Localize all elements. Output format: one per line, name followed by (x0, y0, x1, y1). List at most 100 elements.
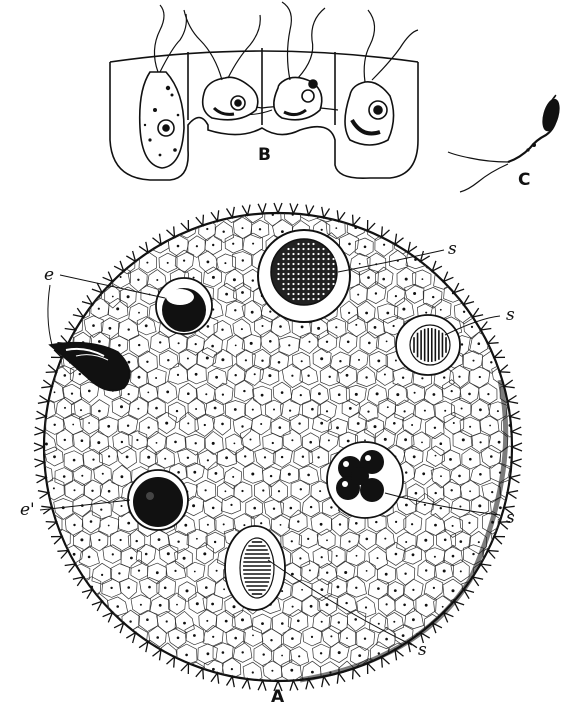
cell-nucleus-dot (107, 425, 110, 428)
cell-nucleus-dot (440, 636, 442, 638)
cell-nucleus-dot (102, 671, 105, 674)
cell-nucleus-dot (365, 209, 367, 211)
cell-nucleus-dot (394, 589, 397, 592)
daughter-cell-dot (282, 263, 284, 265)
cell-nucleus-dot (311, 408, 314, 411)
daughter-cell-dot (307, 298, 309, 300)
cell-nucleus-dot (346, 374, 349, 377)
cell-nucleus-dot (187, 457, 189, 459)
cell-nucleus-dot (90, 654, 92, 656)
cell-nucleus-dot (243, 390, 245, 392)
daughter-cell-dot (312, 243, 314, 245)
cell-nucleus-dot (321, 556, 323, 558)
cell-nucleus-dot (252, 409, 254, 411)
cell-nucleus-dot (326, 539, 328, 541)
cell-nucleus-dot (183, 622, 186, 625)
colony-cell (460, 218, 479, 240)
daughter-cell-dot (292, 248, 294, 250)
flagellum-spike (464, 590, 474, 599)
cell-nucleus-dot (221, 329, 223, 331)
cell-nucleus-dot (300, 394, 302, 396)
colony-cell (91, 629, 111, 650)
cell-nucleus-dot (375, 228, 378, 231)
egg-upper (156, 278, 212, 334)
cell-nucleus-dot (326, 341, 328, 343)
cell-nucleus-dot (118, 344, 121, 347)
panel-b-cell-3 (274, 2, 325, 120)
cell-nucleus-dot (129, 229, 132, 232)
cell-nucleus-dot (215, 472, 218, 475)
cell-nucleus-dot (422, 278, 424, 280)
daughter-cell-dot (317, 278, 319, 280)
cell-nucleus-dot (469, 227, 472, 230)
daughter-cell-dot (307, 258, 309, 260)
cell-nucleus-dot (119, 638, 122, 641)
cell-nucleus-dot (88, 228, 91, 231)
cell-nucleus-dot (339, 360, 341, 362)
cell-nucleus-dot (193, 277, 195, 279)
daughter-cell-dot (292, 258, 294, 260)
daughter-cell-dot (292, 253, 294, 255)
cell-nucleus-dot (270, 639, 272, 641)
daughter-cell-dot (287, 288, 289, 290)
cell-nucleus-dot (203, 552, 206, 555)
cell-nucleus-dot (489, 652, 492, 655)
cell-nucleus-dot (251, 311, 254, 314)
daughter-cell-dot (282, 278, 284, 280)
cell-nucleus-dot (108, 455, 110, 457)
cell-nucleus-dot (63, 475, 66, 478)
daughter-cell-dot (332, 268, 334, 270)
cell-nucleus-dot (64, 374, 67, 377)
daughter-cell-dot (307, 253, 309, 255)
cell-nucleus-dot (330, 635, 332, 637)
cell-nucleus-dot (320, 357, 323, 360)
cell-nucleus-dot (108, 525, 110, 527)
daughter-cell-dot (287, 248, 289, 250)
cell-nucleus-dot (177, 637, 180, 640)
cell-nucleus-dot (92, 459, 94, 461)
cell-nucleus-dot (109, 263, 111, 265)
cell-nucleus-dot (212, 668, 215, 671)
daughter-colony-ribbed-bottom (225, 526, 285, 610)
cell-nucleus-dot (177, 374, 179, 376)
cell-nucleus-dot (490, 455, 493, 458)
cell-nucleus-dot (488, 324, 491, 327)
flagellum-spike (103, 272, 113, 282)
colony-cell (109, 660, 129, 684)
colony-cell (394, 201, 414, 224)
cell-nucleus-dot (45, 443, 48, 446)
daughter-cell-dot (327, 288, 329, 290)
cell-nucleus-dot (404, 438, 407, 441)
daughter-cell-dot (327, 258, 329, 260)
cell-nucleus-dot (166, 391, 169, 394)
flagellum-spike (258, 681, 266, 691)
daughter-cell-dot (297, 253, 299, 255)
cell-nucleus-dot (245, 359, 247, 361)
cell-nucleus-dot (440, 309, 442, 311)
daughter-cell-dot (297, 298, 299, 300)
daughter-cell-dot (327, 283, 329, 285)
colony-cell (489, 269, 507, 289)
cell-nucleus-dot (73, 524, 75, 526)
cell-nucleus-dot (88, 390, 91, 393)
cell-nucleus-dot (121, 505, 123, 507)
cell-nucleus-dot (207, 325, 210, 328)
daughter-cell-dot (332, 283, 334, 285)
colony-cell (140, 219, 159, 242)
cell-nucleus-dot (461, 244, 463, 246)
cell-nucleus-dot (320, 652, 322, 654)
colony-cell (424, 216, 441, 238)
label-e-prime: e' (20, 500, 35, 520)
cell-nucleus-dot (223, 523, 225, 525)
daughter-colony-ribbed-right (396, 315, 460, 375)
cell-nucleus-dot (183, 260, 185, 262)
colony-cell (54, 270, 71, 291)
daughter-cell-dot (312, 283, 314, 285)
cell-nucleus-dot (326, 603, 329, 606)
daughter-cell-dot (302, 253, 304, 255)
cell-nucleus-dot (268, 374, 271, 377)
daughter-cell-dot (292, 278, 294, 280)
daughter-cell-dot (287, 253, 289, 255)
cell-nucleus-dot (42, 375, 44, 377)
cell-nucleus-dot (452, 589, 455, 592)
